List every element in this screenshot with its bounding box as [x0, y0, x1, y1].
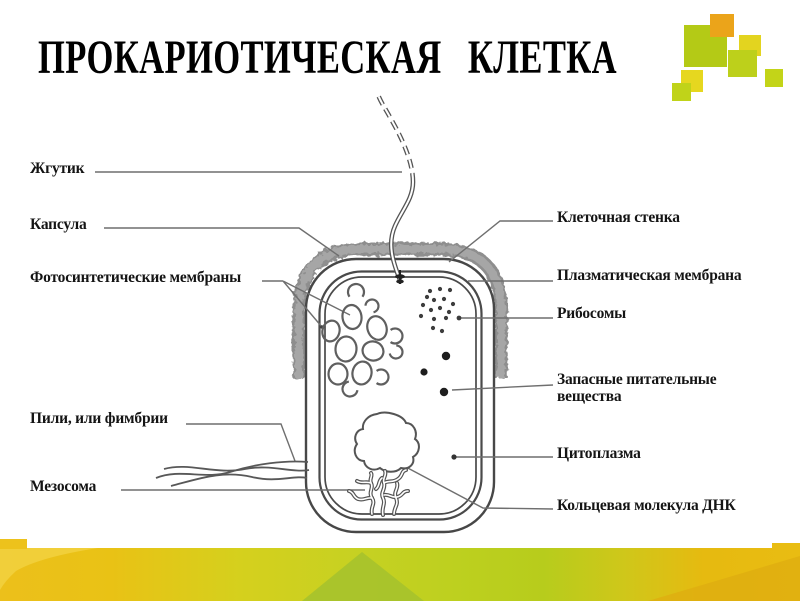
- label-cytoplasm: Цитоплазма: [557, 445, 641, 462]
- label-plasma-membrane: Плазматическая мембрана: [557, 267, 742, 284]
- footer-decoration: [0, 539, 800, 601]
- footer-notch-right: [772, 543, 800, 550]
- label-pili: Пили, или фимбрии: [30, 410, 168, 427]
- capsule: [292, 242, 508, 378]
- label-photosynthetic-membranes: Фотосинтетические мембраны: [30, 269, 242, 286]
- pointer-line-capsule: [104, 227, 340, 257]
- deco-square-orange: [710, 14, 734, 37]
- pointer-dot-ribosomes: [456, 315, 462, 321]
- ribosomes: [418, 286, 456, 334]
- label-capsule: Капсула: [30, 216, 87, 233]
- pointer-dot-cytoplasm: [451, 454, 457, 460]
- label-storage-nutrients: Запасные питательные вещества: [557, 371, 717, 405]
- deco-square-green-2: [728, 50, 757, 77]
- pointer-line-storage: [451, 384, 554, 391]
- deco-square-small-green-right: [765, 69, 783, 87]
- pointer-line-cell-wall: [448, 220, 553, 263]
- flagellum-basal-body: [395, 270, 405, 284]
- nucleoid-dna: [353, 411, 420, 473]
- footer-triangle-center: [302, 552, 424, 601]
- storage-granules: [420, 351, 451, 397]
- pointer-line-pili: [186, 423, 296, 462]
- label-ribosomes: Рибосомы: [557, 305, 627, 322]
- mesosome: [347, 468, 410, 517]
- label-flagellum: Жгутик: [30, 160, 85, 177]
- photosynthetic-membranes: [321, 282, 404, 398]
- pointer-line-photosynthetic-membranes: [262, 280, 351, 328]
- footer-triangle-right: [648, 556, 800, 601]
- cell-wall: [304, 257, 496, 534]
- flagellum: [374, 91, 416, 281]
- label-cell-wall: Клеточная стенка: [557, 209, 680, 226]
- label-mesosome: Мезосома: [30, 478, 97, 495]
- label-circular-dna: Кольцевая молекула ДНК: [557, 497, 736, 514]
- footer-notch-left: [0, 539, 27, 549]
- footer-swoosh-left: [0, 548, 98, 590]
- pili: [155, 460, 310, 487]
- deco-square-small-green-left: [672, 83, 691, 101]
- page-title: ПРОКАРИОТИЧЕСКАЯ КЛЕТКА: [38, 31, 617, 84]
- pointer-line-dna: [403, 465, 554, 510]
